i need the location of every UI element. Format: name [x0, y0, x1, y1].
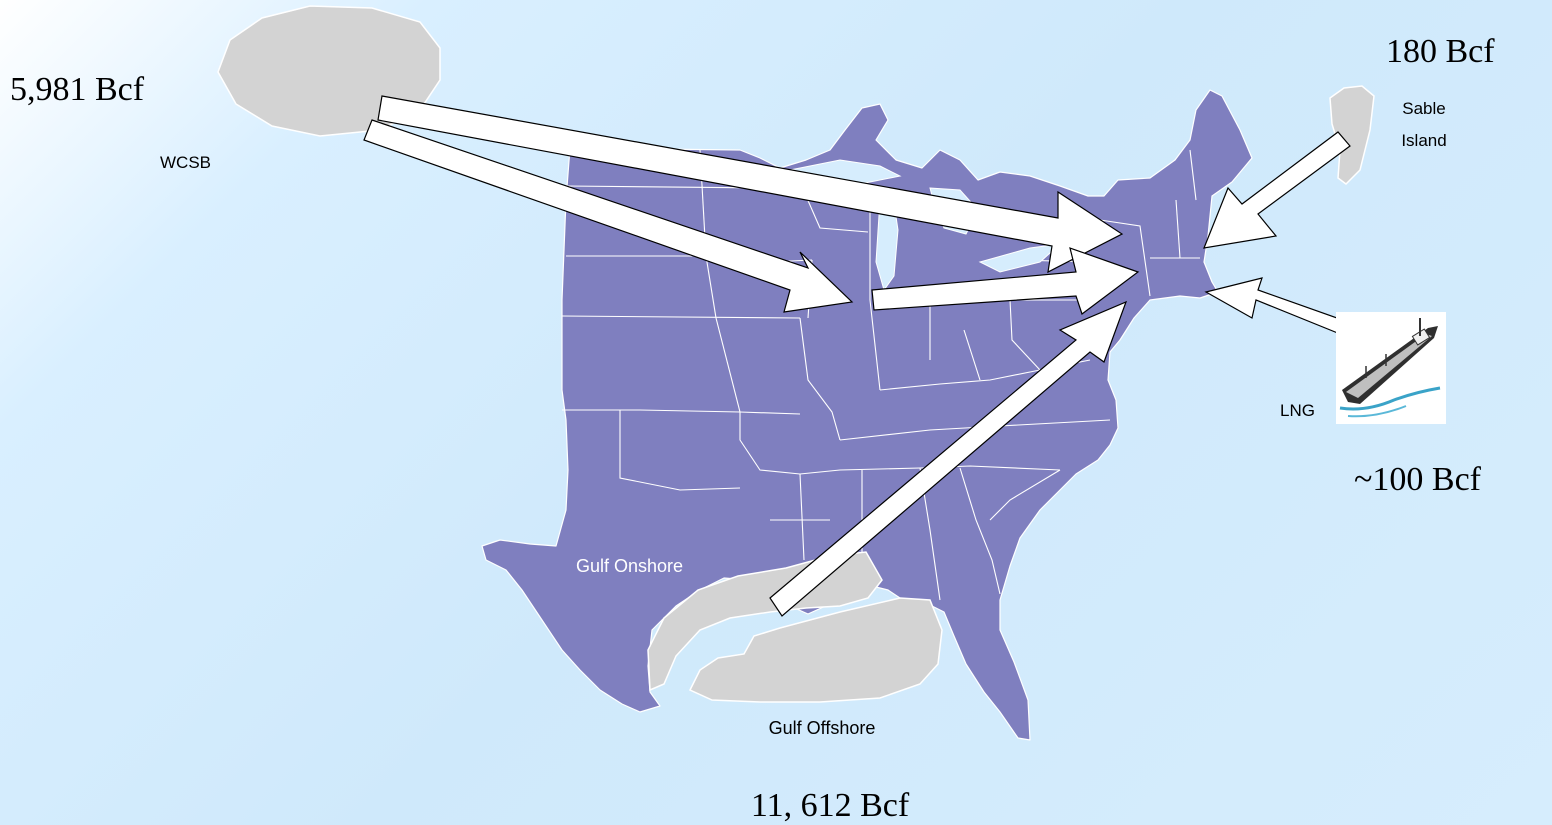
- arrow-wcsb-to-midwest: [363, 119, 854, 313]
- arrow-lng-to-new-england: [1204, 277, 1355, 339]
- sable-name-line2: Island: [1401, 131, 1446, 150]
- gulf-onshore-label: Gulf Onshore: [576, 556, 683, 576]
- sable-name-line1: Sable: [1402, 99, 1445, 118]
- flow-arrows: [363, 95, 1355, 617]
- arrow-gulf-to-northeast: [769, 300, 1128, 617]
- arrow-midwest-to-northeast: [871, 247, 1140, 315]
- wcsb-volume-label: 5,981 Bcf: [10, 71, 145, 108]
- gulf-offshore-label: Gulf Offshore: [769, 718, 876, 738]
- gulf-onshore-basin: [647, 551, 883, 692]
- wcsb-name-label: WCSB: [160, 153, 211, 172]
- gulf-volume-label: 11, 612 Bcf: [751, 787, 910, 824]
- gulf-offshore-basin: [688, 597, 943, 703]
- lng-volume-label: ~100 Bcf: [1354, 461, 1482, 498]
- sable-volume-label: 180 Bcf: [1386, 33, 1495, 70]
- lng-name-label: LNG: [1280, 401, 1315, 420]
- arrow-sable-to-new-england: [1203, 131, 1351, 249]
- tanker-ship-icon: [1336, 312, 1446, 424]
